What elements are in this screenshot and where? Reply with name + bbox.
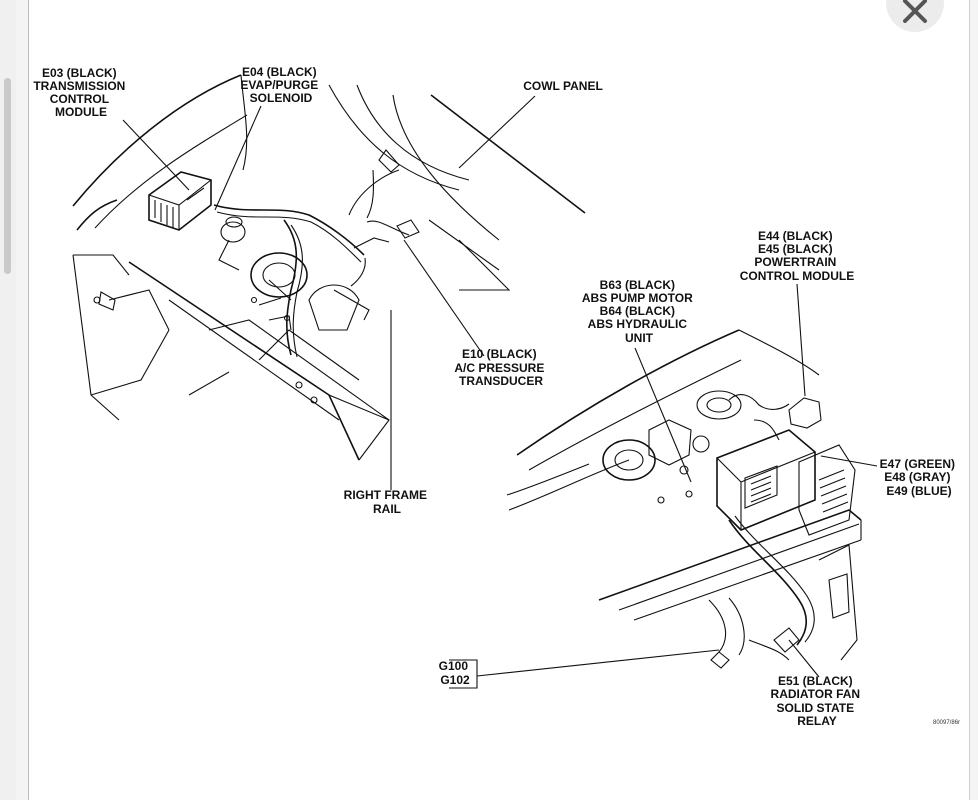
label-evap-line-2: EVAP/PURGE: [240, 78, 318, 92]
label-ground: G100 G102: [439, 659, 472, 687]
label-pcm-line-3: POWERTRAIN: [754, 255, 836, 269]
label-abs: B63 (BLACK) ABS PUMP MOTOR B64 (BLACK) A…: [582, 278, 696, 345]
label-right-frame-rail: RIGHT FRAME RAIL: [344, 488, 431, 516]
label-cowl-panel: COWL PANEL: [523, 79, 603, 93]
label-e47-line-2: E48 (GRAY): [884, 470, 950, 484]
leader-lines: [122, 95, 878, 689]
label-rail-line-2: RAIL: [373, 502, 401, 516]
label-pcm: E44 (BLACK) E45 (BLACK) POWERTRAIN CONTR…: [740, 229, 854, 283]
label-ac-line-3: TRANSDUCER: [459, 374, 543, 388]
label-tcm-line-2: TRANSMISSION: [33, 79, 125, 93]
label-pcm-line-4: CONTROL MODULE: [740, 269, 854, 283]
label-pcm-line-2: E45 (BLACK): [758, 242, 833, 256]
label-ac-line-2: A/C PRESSURE: [454, 361, 544, 375]
label-ac-transducer: E10 (BLACK) A/C PRESSURE TRANSDUCER: [454, 347, 547, 388]
label-relay-line-3: SOLID STATE: [777, 701, 855, 715]
scrollbar[interactable]: [0, 0, 16, 800]
diagram-page: E03 (BLACK) TRANSMISSION CONTROL MODULE …: [28, 0, 970, 800]
label-relay-line-4: RELAY: [797, 714, 837, 728]
label-ground-line-1: G100: [439, 659, 469, 673]
label-evap-line-1: E04 (BLACK): [242, 65, 317, 79]
label-relay: E51 (BLACK) RADIATOR FAN SOLID STATE REL…: [771, 674, 864, 728]
label-cowl-line-1: COWL PANEL: [523, 79, 603, 93]
label-tcm-line-1: E03 (BLACK): [42, 66, 117, 80]
label-abs-line-3: B64 (BLACK): [600, 304, 675, 318]
callout-labels: E03 (BLACK) TRANSMISSION CONTROL MODULE …: [33, 65, 960, 728]
label-evap-line-3: SOLENOID: [250, 91, 313, 105]
label-tcm: E03 (BLACK) TRANSMISSION CONTROL MODULE: [33, 66, 128, 119]
figure-id: 80097/86r: [933, 720, 960, 726]
label-rail-line-1: RIGHT FRAME: [344, 488, 427, 502]
scrollbar-thumb[interactable]: [4, 78, 11, 274]
right-engine-illustration: [506, 329, 862, 669]
label-e47-e49: E47 (GREEN) E48 (GRAY) E49 (BLUE): [880, 457, 959, 498]
label-ac-line-1: E10 (BLACK): [462, 347, 537, 361]
left-engine-illustration: [72, 74, 586, 461]
label-pcm-line-1: E44 (BLACK): [758, 229, 833, 243]
wiring-diagram: E03 (BLACK) TRANSMISSION CONTROL MODULE …: [33, 65, 960, 728]
label-evap-solenoid: E04 (BLACK) EVAP/PURGE SOLENOID: [240, 65, 321, 105]
label-relay-line-2: RADIATOR FAN: [771, 687, 861, 701]
label-ground-line-2: G102: [440, 673, 470, 687]
label-e47-line-3: E49 (BLUE): [886, 484, 951, 498]
label-abs-line-4: ABS HYDRAULIC: [588, 317, 688, 331]
close-icon: [903, 0, 927, 23]
label-e47-line-1: E47 (GREEN): [880, 457, 955, 471]
label-abs-line-5: UNIT: [625, 331, 654, 345]
label-tcm-line-3: CONTROL: [50, 92, 109, 106]
label-abs-line-1: B63 (BLACK): [600, 278, 675, 292]
label-abs-line-2: ABS PUMP MOTOR: [582, 291, 693, 305]
label-relay-line-1: E51 (BLACK): [778, 674, 853, 688]
label-tcm-line-4: MODULE: [55, 105, 107, 119]
